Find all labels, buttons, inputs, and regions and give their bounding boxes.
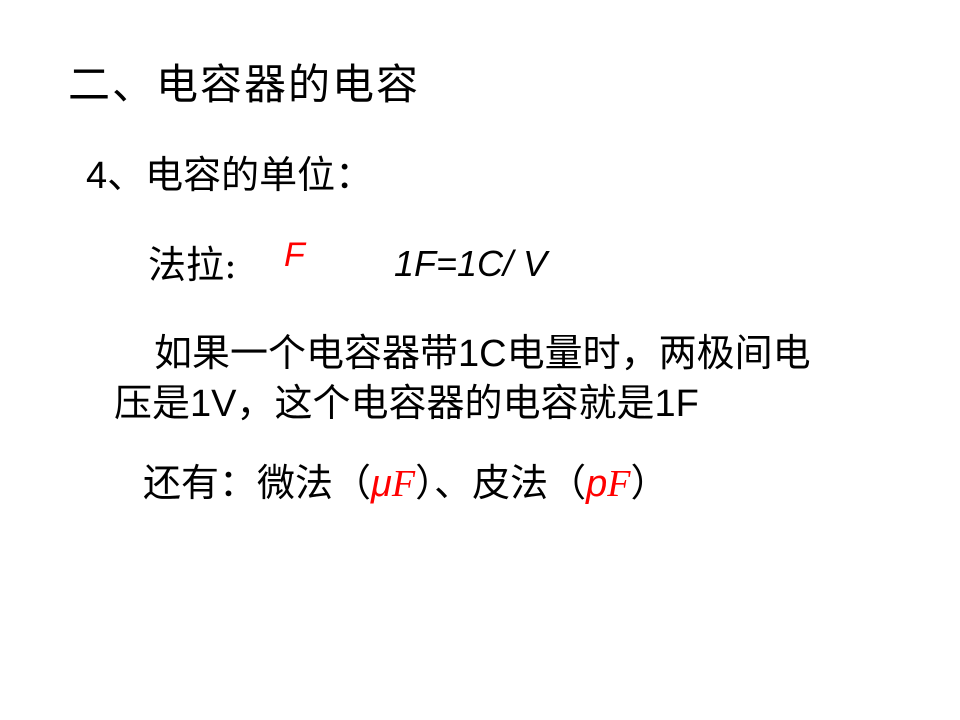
definition-line-1: 如果一个电容器带1C电量时，两极间电	[154, 334, 811, 373]
section-heading: 4、电容的单位：	[86, 156, 373, 195]
definition-text: 压是	[114, 381, 191, 425]
other-units-line: 还有：微法（μF）、皮法（pF）	[143, 464, 668, 503]
section-heading-text: 、电容的单位：	[107, 153, 374, 197]
other-units-prefix: 还有：微法（	[143, 461, 372, 505]
definition-text: 如果一个电容器带	[154, 331, 459, 375]
microfarad-symbol: μF	[371, 463, 416, 505]
slide-title: 二、电容器的电容	[68, 60, 421, 109]
definition-text: 电量时，两极间电	[506, 331, 811, 375]
voltage-value: 1V	[190, 383, 237, 425]
section-number: 4	[86, 155, 108, 197]
farad-symbol: F	[284, 236, 305, 274]
definition-text: ，这个电容器的电容就是	[236, 381, 655, 425]
farad-formula: 1F=1C/ V	[394, 243, 548, 284]
picofarad-symbol: pF	[586, 463, 631, 505]
other-units-suffix: ）	[630, 461, 669, 505]
capacitance-value: 1F	[654, 383, 699, 425]
definition-line-2: 压是1V，这个电容器的电容就是1F	[114, 384, 699, 423]
charge-value: 1C	[458, 333, 507, 375]
other-units-middle: ）、皮法（	[415, 461, 587, 505]
farad-label: 法拉:	[148, 243, 237, 287]
